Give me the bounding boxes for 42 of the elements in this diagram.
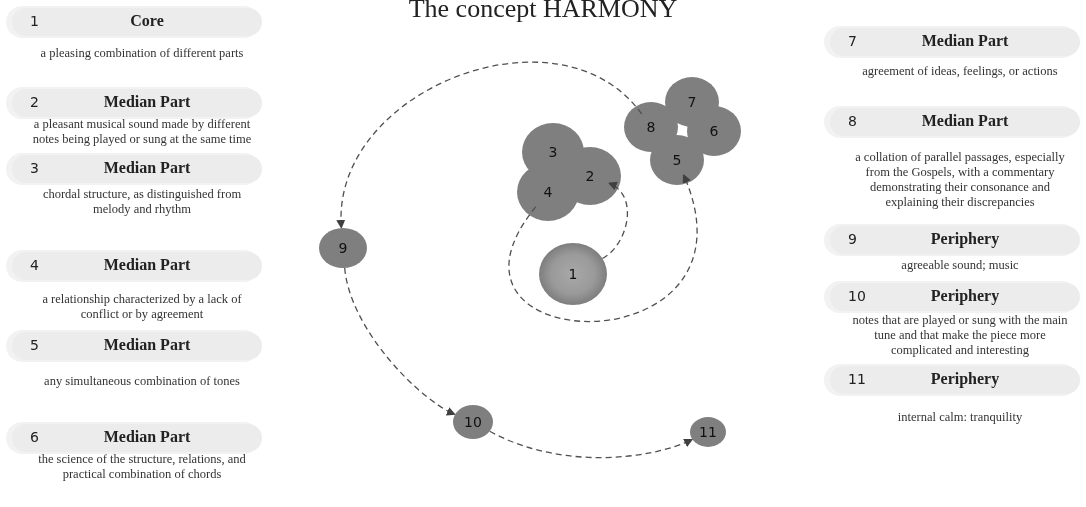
dashed-arrow	[489, 430, 694, 459]
item-number: 1	[30, 13, 39, 29]
definition-text: a relationship characterized by a lack of conflict or by agreement	[41, 292, 243, 322]
dashed-arrow	[344, 267, 456, 416]
definition-text: internal calm: tranquility	[896, 410, 1024, 425]
heading-text: Periphery	[929, 287, 1001, 305]
item-number: 10	[848, 288, 866, 304]
definition-text: chordal structure, as distinguished from melody and rhythm	[41, 187, 243, 217]
heading-text: Core	[129, 12, 165, 30]
definition-text: any simultaneous combination of tones	[43, 374, 241, 389]
dashed-arrow	[337, 61, 643, 229]
definition-text: the science of the structure, relations, and practical combination of chords	[37, 452, 247, 482]
item-number: 3	[30, 160, 39, 176]
heading-text: Median Part	[920, 32, 1010, 50]
definition-text: notes that are played or sung with the main tune and that make the piece more complicated and interesting	[851, 313, 1069, 358]
dashed-arrow	[508, 173, 697, 323]
heading-text: Median Part	[102, 159, 192, 177]
item-number: 7	[848, 33, 857, 49]
item-number: 9	[848, 231, 857, 247]
dashed-arrow	[601, 182, 629, 260]
numbered-circle: 1	[539, 243, 607, 305]
numbered-circle: 11	[690, 417, 726, 447]
definition-text: a pleasing combination of different parts	[39, 46, 245, 61]
heading-text: Median Part	[102, 428, 192, 446]
item-number: 5	[30, 337, 39, 353]
definition-text: a collation of parallel passages, especially from the Gospels, with a commentary demonstrating their consonance and explaining their discrepancies	[854, 150, 1066, 210]
item-number: 6	[30, 429, 39, 445]
numbered-circle: 10	[453, 405, 493, 439]
item-number: 8	[848, 113, 857, 129]
item-number: 11	[848, 371, 866, 387]
heading-text: Median Part	[102, 336, 192, 354]
item-number: 2	[30, 94, 39, 110]
heading-text: Periphery	[929, 370, 1001, 388]
heading-text: Median Part	[102, 93, 192, 111]
definition-text: agreement of ideas, feelings, or actions	[861, 64, 1059, 79]
heading-text: Median Part	[102, 256, 192, 274]
definition-text: agreeable sound; music	[900, 258, 1020, 273]
numbered-circle: 9	[319, 228, 367, 268]
item-number: 4	[30, 257, 39, 273]
heading-text: Periphery	[929, 230, 1001, 248]
heading-text: Median Part	[920, 112, 1010, 130]
definition-text: a pleasant musical sound made by different notes being played or sung at the same time	[32, 117, 252, 147]
